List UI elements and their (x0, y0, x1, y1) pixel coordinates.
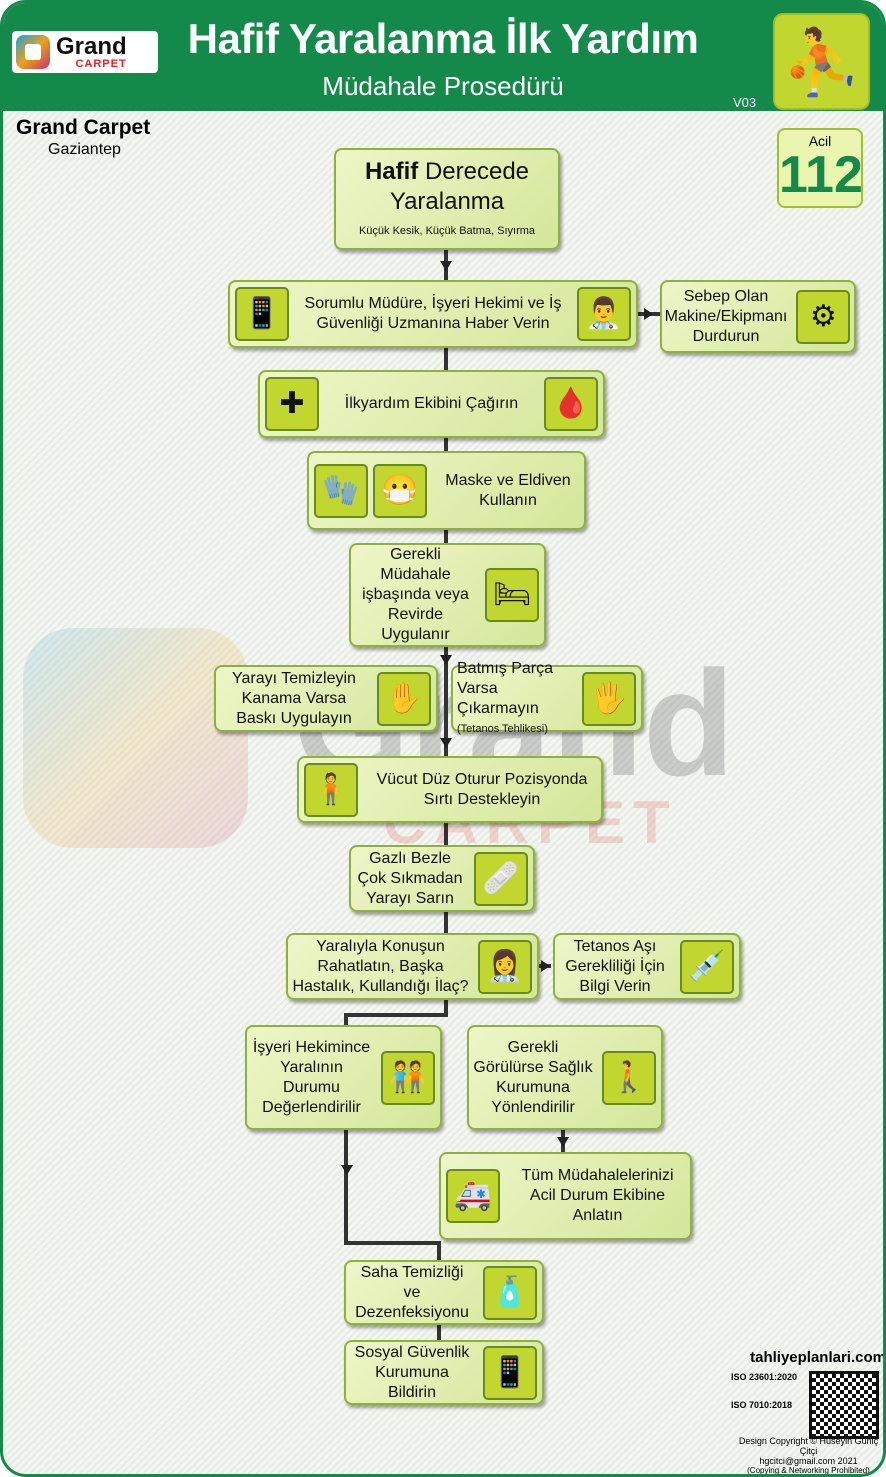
support-icon: 🧍 (304, 762, 358, 817)
step-doctor-assess: İşyeri Hekimince Yaralının Durumu Değerl… (245, 1025, 442, 1130)
company-name: Grand Carpet (16, 116, 151, 139)
step-embedded-object: Batmış Parça Varsa Çıkarmayın(Tetanos Te… (451, 660, 643, 735)
ambulance-icon: 🚑 (446, 1169, 500, 1223)
step-intervention: Gerekli Müdahale işbaşında veya Revirde … (349, 543, 546, 647)
step-tetanus: Tetanos Aşı Gerekliliği İçin Bilgi Verin… (553, 933, 741, 1000)
disinfection-icon: 🧴 (483, 1265, 537, 1320)
version-label: V03 (733, 95, 757, 110)
step-bandage: Gazlı Bezle Çok Sıkmadan Yarayı Sarın🩹 (349, 845, 535, 912)
mask-icon: 😷 (373, 463, 427, 518)
step-stop-machine: Sebep Olan Makine/Ekipmanı Durdurun⚙ (660, 280, 856, 353)
first-aid-team-icon: ✚ (265, 377, 319, 431)
page-title: Hafif Yaralanma İlk Yardım (187, 15, 699, 62)
injury-icon: 🩸 (544, 377, 598, 431)
nurse-icon: 👩‍⚕️ (478, 939, 532, 994)
step-report-sgk: Sosyal Güvenlik Kurumuna Bildirin📱 (344, 1340, 544, 1405)
company-city: Gaziantep (48, 141, 121, 158)
bandage-icon: 🩹 (474, 851, 528, 906)
hand-wound-icon: 🖐 (582, 671, 636, 726)
step-report-team: 🚑Tüm Müdahalelerinizi Acil Durum Ekibine… (439, 1152, 692, 1240)
doctor-icon: 👨‍⚕️ (577, 287, 631, 341)
phone-call-icon: 📱 (235, 287, 289, 341)
assist-icon: 🧑‍🤝‍🧑 (381, 1050, 435, 1105)
footer: tahliyeplanlari.com ISO 23601:2020 ISO 7… (731, 1349, 886, 1475)
step-minor-injury: Hafif Derecede Yaralanma Küçük Kesik, Kü… (334, 148, 560, 250)
iso-badge: ISO 7010:2018 (731, 1400, 793, 1410)
step-refer-hospital: Gerekli Görülürse Sağlık Kurumuna Yönlen… (467, 1025, 663, 1130)
step-clean-wound: Yarayı Temizleyin Kanama Varsa Baskı Uyg… (214, 665, 438, 732)
machine-stop-icon: ⚙ (796, 289, 851, 344)
glove-icon: 🧤 (314, 463, 368, 518)
page-subtitle: Müdahale Prosedürü (322, 71, 564, 101)
qr-code (809, 1371, 879, 1439)
syringe-icon: 💉 (680, 939, 734, 994)
step-call-first-aid: ✚İlkyardım Ekibini Çağırın🩸 (258, 370, 605, 438)
first-aid-icon: ⛹ (773, 13, 870, 110)
step-position: 🧍Vücut Düz Oturur Pozisyonda Sırtı Deste… (297, 756, 603, 823)
escort-icon: 🚶 (602, 1050, 656, 1105)
pressure-icon: ✋ (377, 671, 431, 726)
step-talk: Yaralıyla Konuşun Rahatlatın, Başka Hast… (286, 933, 539, 1000)
treatment-icon: 🛏 (485, 568, 539, 622)
step-mask-gloves: 🧤😷Maske ve Eldiven Kullanın (307, 451, 586, 530)
step-disinfection: Saha Temizliği ve Dezenfeksiyonu🧴 (344, 1260, 544, 1325)
step-notify: 📱Sorumlu Müdüre, İşyeri Hekimi ve İş Güv… (228, 280, 638, 348)
iso-badge: ISO 23601:2020 (731, 1372, 798, 1382)
phone-call-icon: 📱 (483, 1345, 537, 1400)
